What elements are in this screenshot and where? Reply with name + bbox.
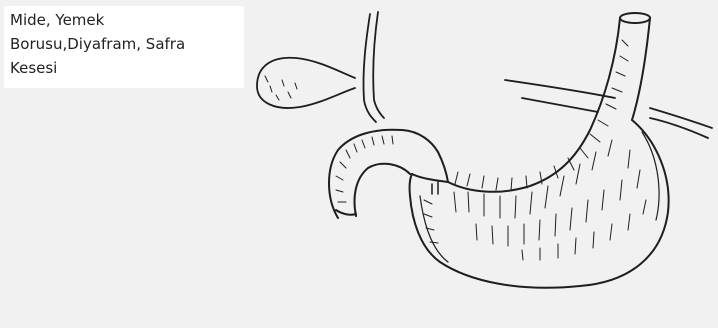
caption-box: Mide, Yemek Borusu,Diyafram, Safra Keses… [4,6,244,88]
pylorus [432,182,438,194]
gastric-folds [424,40,646,260]
diaphragm-line [505,80,712,128]
bile-duct-inner [373,12,384,118]
caption-text: Mide, Yemek Borusu,Diyafram, Safra Keses… [10,8,238,80]
gallbladder [257,58,355,108]
